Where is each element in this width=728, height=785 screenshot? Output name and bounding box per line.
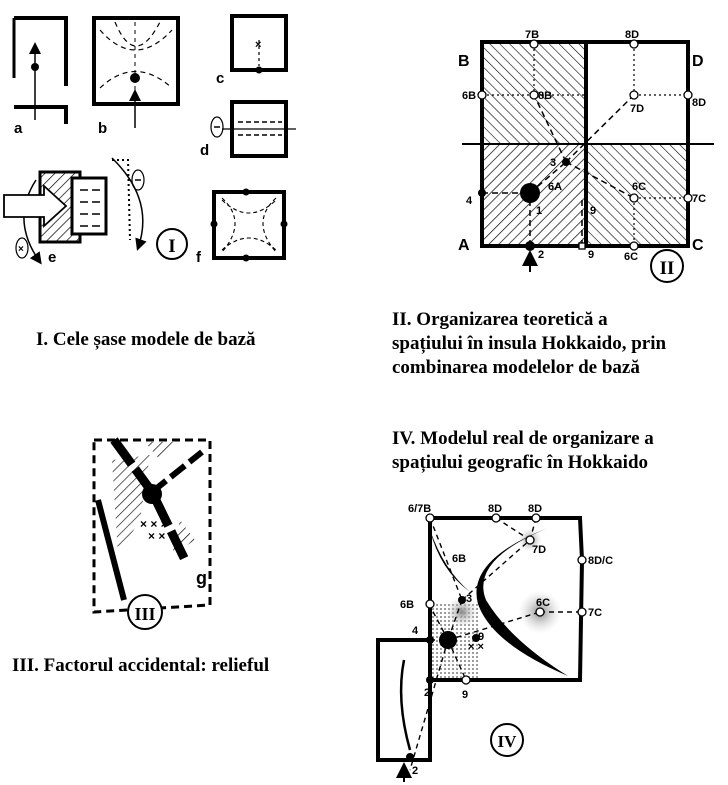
svg-text:×: × [18, 244, 24, 255]
svg-text:× ×: × × [148, 529, 165, 543]
node-9-inner: 9 [478, 631, 484, 643]
caption-II-line-2: spațiului în insula Hokkaido, prin [392, 333, 667, 354]
caption-I-text: I. Cele șase modele de bază [36, 329, 256, 350]
model-c: × c [216, 14, 288, 87]
corner-D: D [692, 53, 704, 70]
node-6B-edge: 6B [400, 599, 414, 611]
node-6C-edge: 6C [624, 251, 638, 263]
model-b: b [92, 16, 180, 137]
corner-B: B [458, 53, 470, 70]
node-6C: 6C [536, 597, 550, 609]
node-8D-top: 8D [625, 29, 639, 41]
node-6-7B: 6/7B [408, 503, 431, 515]
numeral-III: III [134, 604, 155, 624]
label-b: b [98, 120, 107, 137]
numeral-III-circle [127, 594, 163, 630]
panel-I: a b × c d [3, 14, 296, 266]
node-3: 3 [550, 157, 556, 169]
node-1: 1 [536, 205, 542, 217]
svg-text:× × ×: × × × [140, 517, 168, 531]
label-a: a [14, 120, 23, 137]
caption-IV: IV. Modelul real de organizare a spațiul… [392, 427, 654, 475]
model-e: × e [3, 157, 147, 266]
node-8D-C: 8D/C [588, 555, 613, 567]
label-f: f [196, 249, 202, 266]
node-4: 4 [466, 195, 473, 207]
node-7D: 7D [630, 103, 644, 115]
node-7D: 7D [532, 544, 546, 556]
caption-II-line-3: combinarea modelelor de bază [392, 357, 640, 378]
node-8B: 8B [538, 90, 552, 102]
label-e: e [48, 249, 56, 266]
svg-text:× ×: × × [468, 641, 484, 653]
numeral-I-circle [156, 228, 188, 260]
label-c: c [216, 70, 224, 87]
node-8D-b: 8D [528, 503, 542, 515]
numeral-II-circle [650, 249, 684, 283]
corner-C: C [692, 237, 704, 254]
node-9-edge: 9 [462, 689, 468, 701]
label-g: g [196, 568, 207, 588]
caption-II: II. Organizarea teoretică a spațiului în… [392, 308, 666, 380]
caption-III: III. Factorul accidental: relieful [12, 654, 269, 678]
numeral-II: II [660, 258, 675, 279]
node-4: 4 [412, 625, 419, 637]
caption-I: I. Cele șase modele de bază [36, 328, 256, 352]
model-f: f [196, 188, 288, 266]
panel-III: × × × × × g III [92, 437, 212, 630]
panel-II: 7B 8D 6B 8B 7D 8D 3 6A 4 1 9 6C 7C 2 9 6… [458, 29, 714, 283]
caption-IV-line-1: IV. Modelul real de organizare a [392, 428, 654, 449]
node-3: 3 [466, 593, 472, 605]
node-7C: 7C [588, 607, 602, 619]
node-8D-right: 8D [692, 97, 706, 109]
caption-III-text: III. Factorul accidental: relieful [12, 655, 270, 676]
numeral-I: I [168, 236, 175, 257]
node-6B-inner: 6B [452, 553, 466, 565]
label-d: d [200, 142, 209, 159]
caption-IV-line-2: spațiului geografic în Hokkaido [392, 452, 649, 473]
node-2-upper: 2 [424, 687, 430, 699]
node-8D-a: 8D [488, 503, 502, 515]
corner-A: A [458, 237, 470, 254]
node-9-inner: 9 [590, 205, 596, 217]
node-9-edge: 9 [588, 249, 594, 261]
svg-text:×: × [255, 39, 261, 51]
numeral-IV: IV [498, 732, 518, 751]
model-d: d [200, 100, 296, 159]
node-2-lower: 2 [412, 765, 418, 777]
node-6C-inner: 6C [632, 181, 646, 193]
panel-IV: × × 6/7B 8D 8D 7D 8D/C 6B 3 6B 6C 7C 4 9… [376, 503, 613, 782]
node-7B: 7B [525, 29, 539, 41]
numeral-IV-circle [490, 723, 524, 757]
node-6A: 6A [548, 181, 562, 193]
node-2: 2 [538, 249, 544, 261]
node-7C: 7C [692, 193, 706, 205]
node-6B: 6B [462, 90, 476, 102]
model-a: a [12, 16, 68, 137]
caption-II-line-1: II. Organizarea teoretică a [392, 309, 608, 330]
